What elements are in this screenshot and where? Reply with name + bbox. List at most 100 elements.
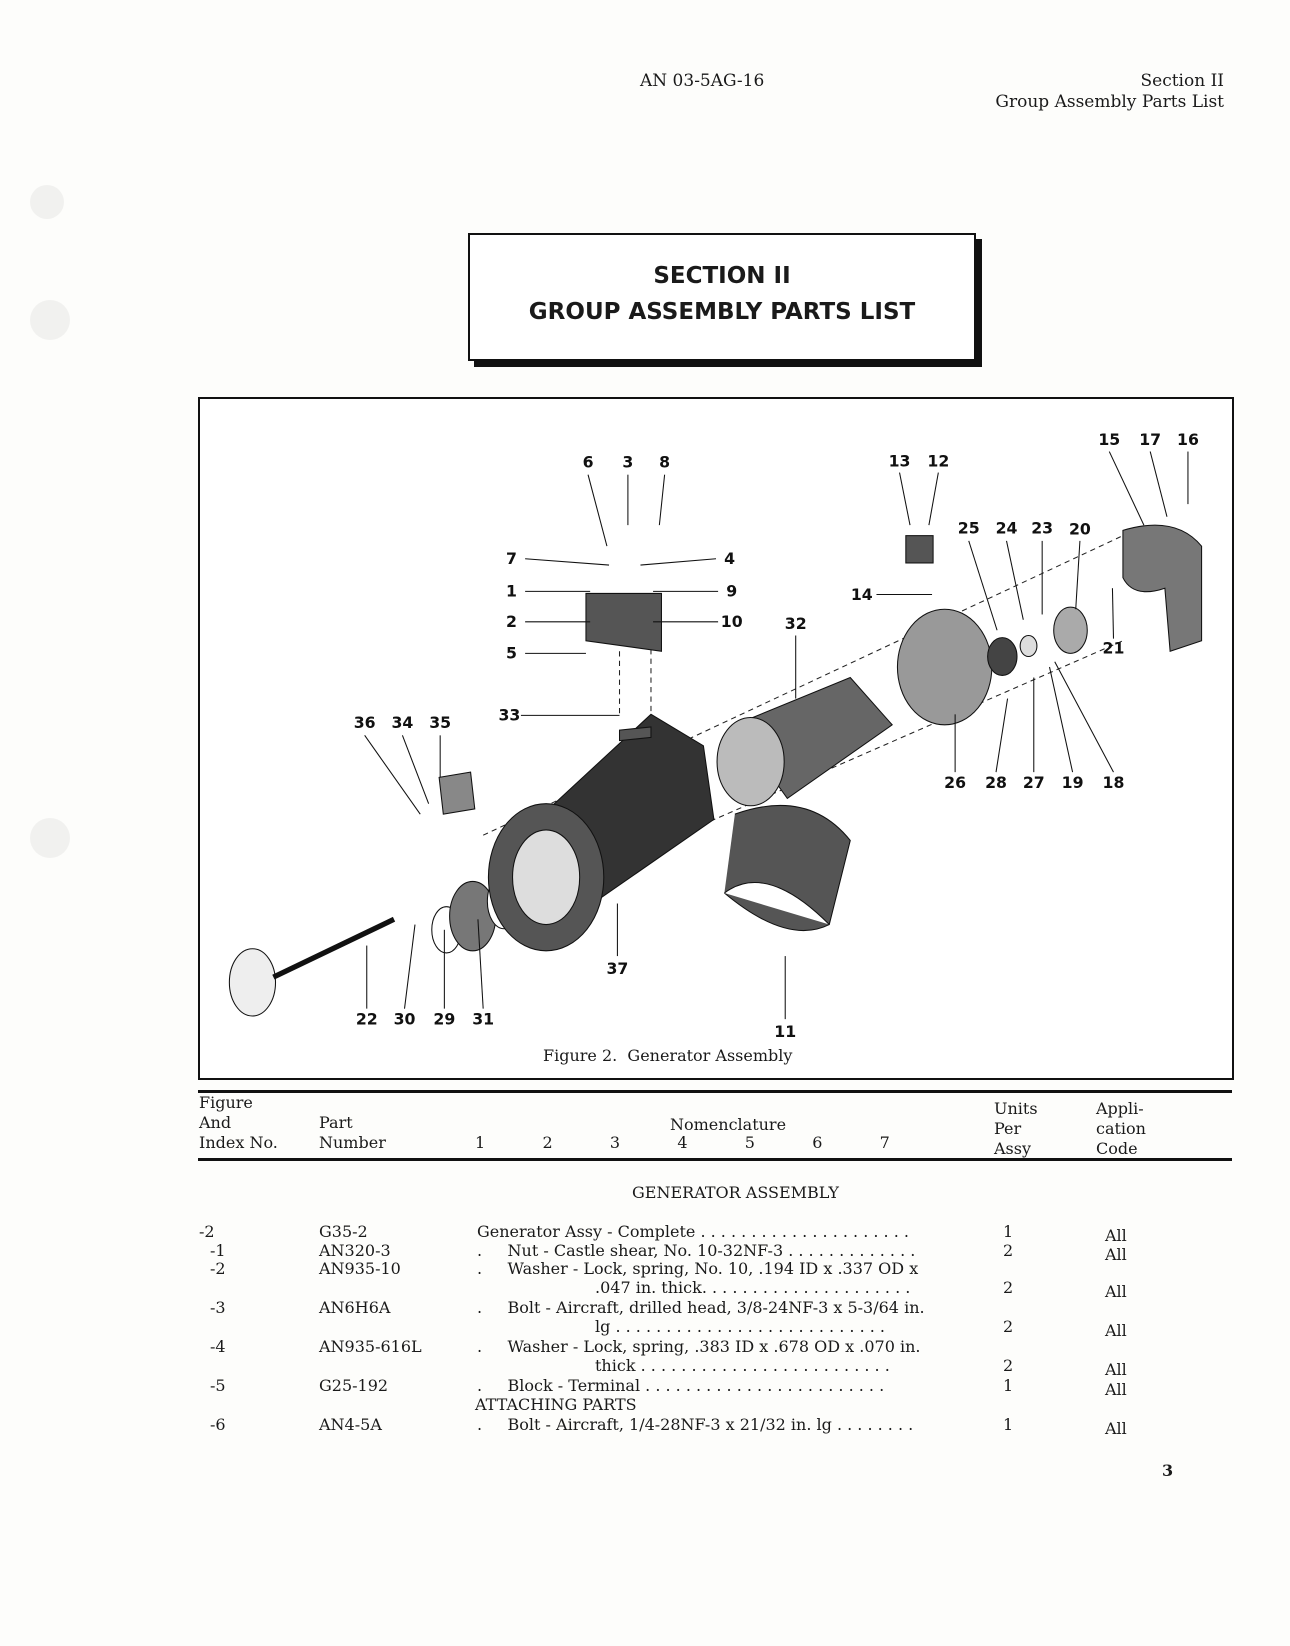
callout: 23 <box>1031 519 1053 538</box>
callout: 13 <box>889 451 911 470</box>
callout: 6 <box>583 452 594 471</box>
nomenclature: . Nut - Castle shear, No. 10-32NF-3 . . … <box>477 1241 916 1260</box>
punch-hole <box>30 300 70 340</box>
leader-lines <box>364 451 1189 1020</box>
part-number: G25-192 <box>319 1376 389 1395</box>
index-number: -1 <box>210 1241 226 1260</box>
index-number: -5 <box>210 1376 226 1395</box>
callout: 27 <box>1023 773 1045 792</box>
nomenclature: Generator Assy - Complete . . . . . . . … <box>477 1222 909 1241</box>
nomenclature: . Bolt - Aircraft, drilled head, 3/8-24N… <box>477 1298 925 1317</box>
end-bell-part <box>438 524 1203 815</box>
application-code: All <box>1105 1226 1127 1245</box>
callout: 36 <box>354 713 376 732</box>
subheading: ATTACHING PARTS <box>475 1395 637 1414</box>
units-per-assy: 1 <box>1003 1376 1014 1395</box>
figure-caption: Figure 2. Generator Assembly <box>543 1046 793 1065</box>
callout: 12 <box>927 451 949 470</box>
table-header-rule <box>198 1158 1232 1161</box>
callout: 24 <box>996 519 1018 538</box>
armature-part <box>716 676 893 807</box>
callout: 4 <box>724 549 735 568</box>
col-header-levels: 1 2 3 4 5 6 7 <box>475 1133 890 1152</box>
callout: 11 <box>774 1022 796 1041</box>
nomenclature: . Washer - Lock, spring, No. 10, .194 ID… <box>477 1259 919 1278</box>
callout: 22 <box>356 1009 378 1028</box>
callout: 35 <box>429 713 451 732</box>
callout: 1 <box>506 582 517 601</box>
index-number: -2 <box>210 1259 226 1278</box>
index-number: -2 <box>199 1222 215 1241</box>
index-number: -4 <box>210 1337 226 1356</box>
callout: 31 <box>472 1009 494 1028</box>
part-number: AN320-3 <box>319 1241 391 1260</box>
callout: 14 <box>851 585 873 604</box>
application-code: All <box>1105 1321 1127 1340</box>
header-section: Section II <box>1140 71 1224 91</box>
callout: 10 <box>721 612 743 631</box>
callout: 17 <box>1139 430 1161 449</box>
application-code: All <box>1105 1419 1127 1438</box>
callout: 26 <box>944 773 966 792</box>
callout: 9 <box>726 582 737 601</box>
callout: 3 <box>622 452 633 471</box>
callout: 5 <box>506 644 517 663</box>
callout: 18 <box>1103 773 1125 792</box>
nomenclature: . Block - Terminal . . . . . . . . . . .… <box>477 1376 885 1395</box>
units-per-assy: 2 <box>1003 1241 1014 1260</box>
part-number: AN6H6A <box>319 1298 391 1317</box>
nomenclature-continued: lg . . . . . . . . . . . . . . . . . . .… <box>595 1317 885 1336</box>
section-title-box: SECTION II GROUP ASSEMBLY PARTS LIST <box>468 233 976 361</box>
doc-number: AN 03-5AG-16 <box>640 71 765 91</box>
callout: 20 <box>1069 520 1091 539</box>
punch-hole <box>30 185 64 219</box>
callout: 29 <box>433 1009 455 1028</box>
index-number: -6 <box>210 1415 226 1434</box>
exploded-view-illustration: 6 3 8 13 12 15 17 16 25 24 23 20 7 4 1 9… <box>198 397 1234 1080</box>
callout: 7 <box>506 549 517 568</box>
callout: 21 <box>1103 638 1125 657</box>
section-subheading: GROUP ASSEMBLY PARTS LIST <box>528 299 916 325</box>
callout: 15 <box>1098 430 1120 449</box>
col-header-nomenclature: Nomenclature <box>670 1115 787 1134</box>
section-heading: SECTION II <box>653 263 791 289</box>
units-per-assy: 1 <box>1003 1222 1014 1241</box>
callout: 30 <box>394 1009 416 1028</box>
callout: 2 <box>506 612 517 631</box>
callout: 32 <box>785 614 807 633</box>
callout: 37 <box>606 959 628 978</box>
page-number: 3 <box>1162 1461 1174 1480</box>
part-number: AN4-5A <box>319 1415 382 1434</box>
callout: 19 <box>1062 773 1084 792</box>
units-per-assy: 2 <box>1003 1278 1014 1297</box>
callout: 33 <box>498 706 520 725</box>
callout: 34 <box>391 713 413 732</box>
callout: 28 <box>985 773 1007 792</box>
group-title: GENERATOR ASSEMBLY <box>632 1183 839 1202</box>
table-top-rule <box>198 1090 1232 1093</box>
callout: 25 <box>958 519 980 538</box>
callout: 16 <box>1177 430 1199 449</box>
application-code: All <box>1105 1380 1127 1399</box>
housing-part <box>487 713 715 952</box>
callout: 8 <box>659 452 670 471</box>
punch-hole <box>30 818 70 858</box>
generator-drawing: 6 3 8 13 12 15 17 16 25 24 23 20 7 4 1 9… <box>228 430 1203 1041</box>
callout-numbers: 6 3 8 13 12 15 17 16 25 24 23 20 7 4 1 9… <box>354 430 1199 1041</box>
part-number: G35-2 <box>319 1222 368 1241</box>
nomenclature: . Washer - Lock, spring, .383 ID x .678 … <box>477 1337 921 1356</box>
nomenclature-continued: thick . . . . . . . . . . . . . . . . . … <box>595 1356 890 1375</box>
application-code: All <box>1105 1360 1127 1379</box>
application-code: All <box>1105 1282 1127 1301</box>
shaft-part <box>228 873 522 1017</box>
nomenclature-continued: .047 in. thick. . . . . . . . . . . . . … <box>595 1278 911 1297</box>
units-per-assy: 2 <box>1003 1317 1014 1336</box>
application-code: All <box>1105 1245 1127 1264</box>
units-per-assy: 1 <box>1003 1415 1014 1434</box>
part-number: AN935-10 <box>319 1259 401 1278</box>
